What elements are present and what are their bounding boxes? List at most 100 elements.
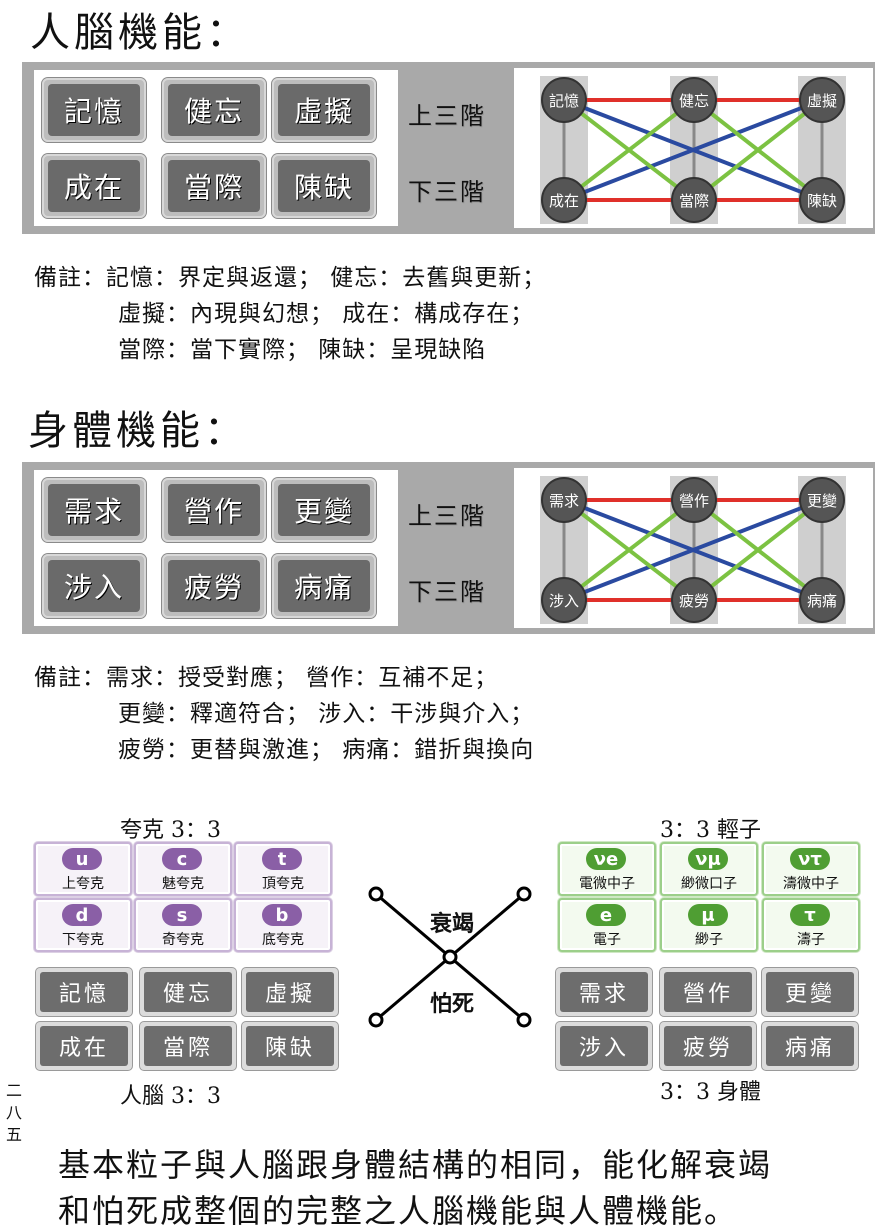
body-note-line-1: 備註：需求：授受對應； 營作：互補不足；: [34, 665, 499, 691]
cross-connector: [368, 886, 532, 1028]
brain-note-line-1: 備註：記憶：界定與返還； 健忘：去舊與更新；: [34, 265, 547, 291]
node-label-present: 當際: [679, 192, 709, 210]
conclusion-line-1: 基本粒子與人腦跟身體結構的相同，能化解衰竭: [58, 1146, 773, 1184]
brain-grid-memory[interactable]: 記憶: [36, 968, 132, 1016]
brain-grid-existence[interactable]: 成在: [36, 1022, 132, 1070]
brain-grid-virtual[interactable]: 虛擬: [242, 968, 338, 1016]
green-link-4: [692, 98, 824, 202]
body-button-group: 需求 營作 更變 涉入 疲勞 病痛: [34, 470, 398, 626]
brain-note-line-2: 虛擬：內現與幻想； 成在：構成存在；: [118, 301, 535, 327]
green-link-4: [692, 498, 824, 602]
brain-function-panel: 記憶 健忘 虛擬 成在 當際 陳缺 上三階 下三階: [22, 62, 875, 234]
body-button-operate[interactable]: 營作: [162, 478, 266, 542]
brain-grid-deficit[interactable]: 陳缺: [242, 1022, 338, 1070]
quark-caption: 夸克 3：3: [120, 818, 221, 843]
brain-grid-present[interactable]: 當際: [140, 1022, 236, 1070]
node-deficit: [799, 177, 845, 223]
node-label-change: 更變: [807, 492, 837, 510]
brain-button-existence[interactable]: 成在: [42, 154, 146, 218]
body-note-line-2: 更變：釋適符合； 涉入：干涉與介入；: [118, 701, 535, 727]
node-change: [799, 477, 845, 523]
node-illness: [799, 577, 845, 623]
body-function-heading: 身體機能：: [28, 408, 248, 454]
node-label-operate: 營作: [679, 492, 709, 510]
body-caption: 3：3 身體: [660, 1080, 761, 1105]
node-virtual: [799, 77, 845, 123]
brain-note-line-3: 當際：當下實際； 陳缺：呈現缺陷: [118, 337, 487, 363]
brain-button-forget[interactable]: 健忘: [162, 78, 266, 142]
node-present: [671, 177, 717, 223]
body-note-line-3: 疲勞：更替與激進； 病痛：錯折與換向: [118, 737, 535, 763]
node-fatigue: [671, 577, 717, 623]
body-grid-involve[interactable]: 涉入: [556, 1022, 652, 1070]
node-label-illness: 病痛: [807, 592, 837, 610]
node-label-demand: 需求: [549, 492, 579, 510]
brain-button-present[interactable]: 當際: [162, 154, 266, 218]
brain-button-deficit[interactable]: 陳缺: [272, 154, 376, 218]
body-grid-fatigue[interactable]: 疲勞: [660, 1022, 756, 1070]
cross-end-top-right: [516, 886, 532, 902]
body-button-fatigue[interactable]: 疲勞: [162, 554, 266, 618]
blue-link-2: [563, 498, 823, 602]
cross-end-bottom-right: [516, 1012, 532, 1028]
node-label-memory: 記憶: [549, 92, 579, 110]
green-link-2: [562, 498, 696, 602]
cross-end-top-left: [368, 886, 384, 902]
body-grid-demand[interactable]: 需求: [556, 968, 652, 1016]
cross-center: [442, 949, 458, 965]
body-link-svg: 需求 營作 更變 涉入 疲勞 病痛: [540, 476, 846, 624]
node-label-existence: 成在: [549, 192, 579, 210]
fear-of-death-label: 怕死: [430, 991, 475, 1017]
blue-link-2: [563, 98, 823, 202]
brain-grid-forget[interactable]: 健忘: [140, 968, 236, 1016]
node-existence: [541, 177, 587, 223]
node-memory: [541, 77, 587, 123]
node-label-fatigue: 疲勞: [679, 592, 709, 610]
brain-caption: 人腦 3：3: [120, 1084, 221, 1109]
brain-button-memory[interactable]: 記憶: [42, 78, 146, 142]
body-link-diagram: 需求 營作 更變 涉入 疲勞 病痛: [514, 468, 873, 628]
page-number: 二 八 五: [6, 1081, 23, 1144]
node-involve: [541, 577, 587, 623]
lepton-caption: 3：3 輕子: [660, 818, 761, 843]
decline-label: 衰竭: [430, 911, 475, 937]
cross-end-bottom-left: [368, 1012, 384, 1028]
brain-button-group: 記憶 健忘 虛擬 成在 當際 陳缺: [34, 70, 398, 226]
lower-tier-label: 下三階: [408, 178, 486, 206]
brain-function-heading: 人腦機能：: [30, 10, 250, 56]
node-forget: [671, 77, 717, 123]
upper-tier-label-body: 上三階: [408, 502, 486, 530]
body-grid-operate[interactable]: 營作: [660, 968, 756, 1016]
body-button-change[interactable]: 更變: [272, 478, 376, 542]
node-operate: [671, 477, 717, 523]
body-grid-change[interactable]: 更變: [762, 968, 858, 1016]
body-button-illness[interactable]: 病痛: [272, 554, 376, 618]
brain-button-virtual[interactable]: 虛擬: [272, 78, 376, 142]
brain-link-svg: 記憶 健忘 虛擬 成在 當際 陳缺: [540, 76, 846, 224]
body-function-panel: 需求 營作 更變 涉入 疲勞 病痛 上三階 下三階: [22, 462, 875, 634]
body-button-demand[interactable]: 需求: [42, 478, 146, 542]
node-demand: [541, 477, 587, 523]
body-button-involve[interactable]: 涉入: [42, 554, 146, 618]
green-link-2: [562, 98, 696, 202]
brain-link-diagram: 記憶 健忘 虛擬 成在 當際 陳缺: [514, 68, 873, 228]
upper-tier-label: 上三階: [408, 102, 486, 130]
lower-tier-label-body: 下三階: [408, 578, 486, 606]
node-label-involve: 涉入: [549, 592, 579, 610]
body-grid-illness[interactable]: 病痛: [762, 1022, 858, 1070]
conclusion-line-2: 和怕死成整個的完整之人腦機能與人體機能。: [58, 1192, 739, 1230]
node-label-virtual: 虛擬: [807, 92, 837, 110]
node-label-forget: 健忘: [679, 92, 709, 110]
